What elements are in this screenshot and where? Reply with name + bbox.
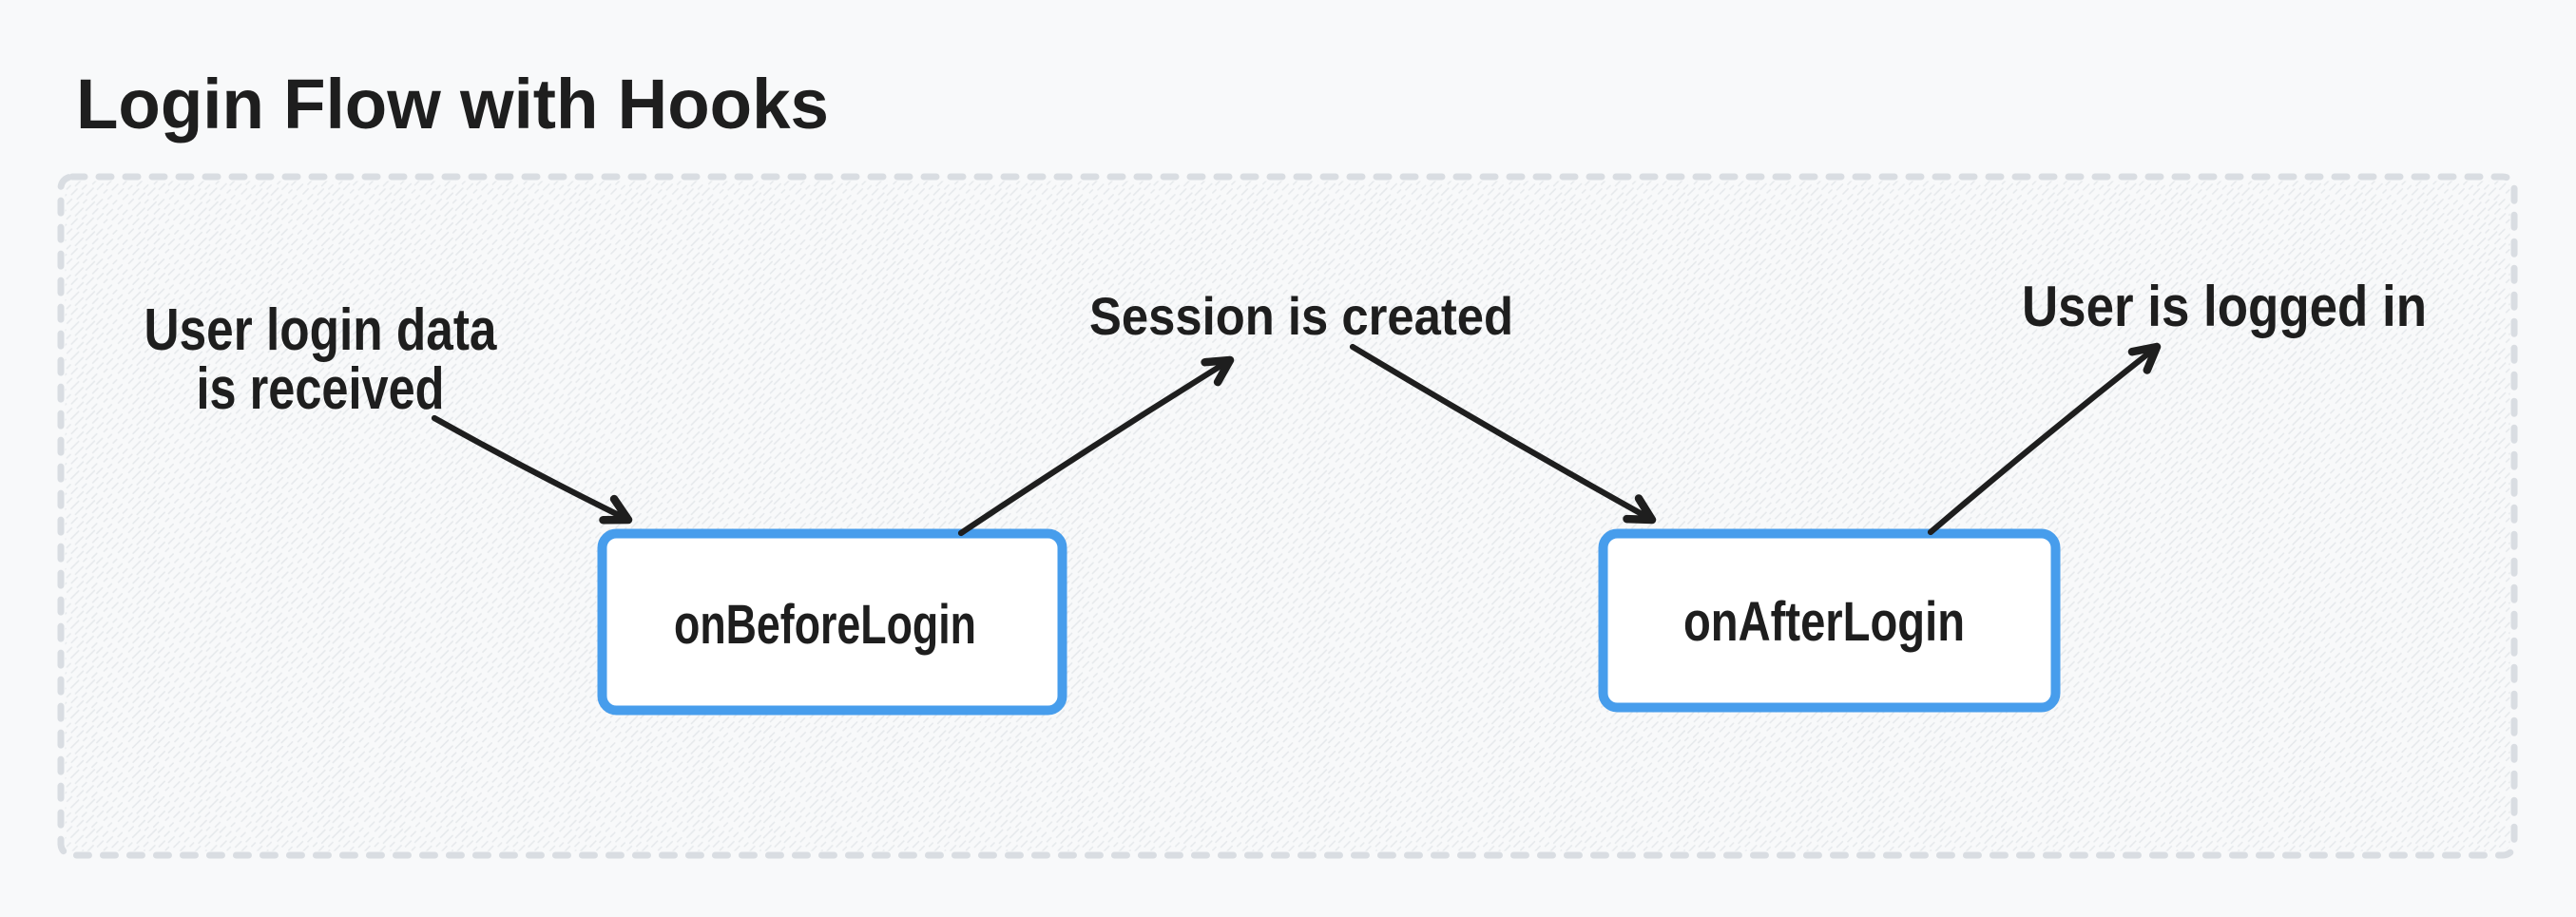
svg-text:is received: is received [197, 356, 445, 422]
svg-text:Login Flow with Hooks: Login Flow with Hooks [76, 65, 829, 143]
svg-text:onAfterLogin: onAfterLogin [1683, 591, 1965, 653]
svg-text:Session is created: Session is created [1089, 286, 1513, 346]
svg-text:User is logged in: User is logged in [2022, 275, 2427, 338]
svg-text:User login data: User login data [144, 297, 497, 363]
svg-text:onBeforeLogin: onBeforeLogin [674, 594, 976, 656]
